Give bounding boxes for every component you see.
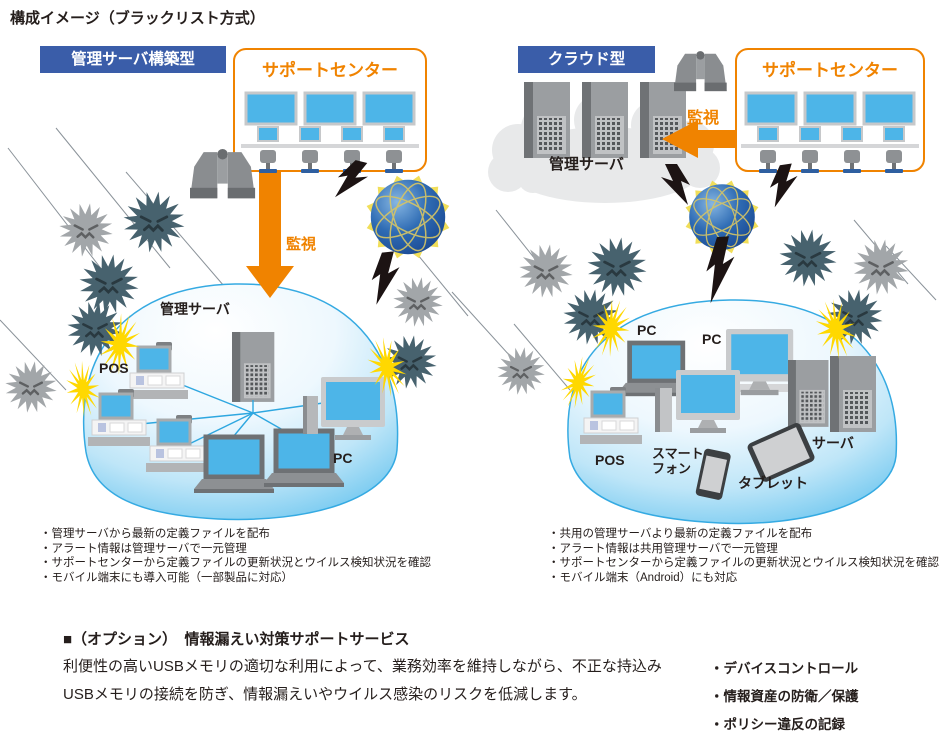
smartphone-icon — [695, 448, 731, 500]
tablet-icon — [747, 423, 815, 482]
left-dome-pos-label: POS — [99, 360, 129, 376]
bullet-item: ・アラート情報は共用管理サーバで一元管理 — [548, 542, 778, 555]
page-title: 構成イメージ（ブラックリスト方式） — [10, 10, 265, 27]
option-bullet-list: ・デバイスコントロール ・情報資産の防衛／保護 ・ポリシー違反の記録 — [710, 655, 859, 739]
bullet-item: ・アラート情報は管理サーバで一元管理 — [40, 542, 247, 555]
bullet-item: ・管理サーバから最新の定義ファイルを配布 — [40, 528, 270, 540]
left-monitor-label: 監視 — [286, 236, 317, 253]
right-monitor-label: 監視 — [687, 110, 720, 127]
cloud-front-bumps — [518, 151, 713, 199]
option-heading: ■（オプション） 情報漏えい対策サポートサービス — [63, 631, 410, 648]
bullet-item: ・サポートセンターから定義ファイルの更新状況とウイルス検知状況を確認 — [548, 557, 939, 570]
option-body: 利便性の高いUSBメモリの適切な利用によって、業務効率を維持しながら、不正な持込… — [63, 658, 662, 703]
right-dome-pc-label-2: PC — [702, 331, 722, 347]
right-dome-smartphone-label: スマート フォン — [652, 446, 704, 476]
pc-tower-stripe — [303, 396, 307, 434]
left-dome-server-label: 管理サーバ — [160, 301, 230, 317]
right-dome-pos-label: POS — [595, 452, 625, 468]
left-support-center-title: サポートセンター — [262, 61, 398, 80]
right-dome-server-label: サーバ — [812, 435, 854, 451]
bullet-item: ・モバイル端末（Android）にも対応 — [548, 571, 738, 584]
bullet-item: ・共用の管理サーバより最新の定義ファイルを配布 — [548, 528, 813, 540]
left-dome-pc-label: PC — [333, 450, 353, 466]
bullet-item: ・サポートセンターから定義ファイルの更新状況とウイルス検知状況を確認 — [40, 557, 431, 570]
bullet-item: ・ポリシー違反の記録 — [710, 717, 845, 732]
right-support-center-title: サポートセンター — [762, 61, 898, 80]
cloud-server-label: 管理サーバ — [549, 156, 624, 173]
left-bullet-list: ・管理サーバから最新の定義ファイルを配布 ・アラート情報は管理サーバで一元管理 … — [40, 527, 431, 585]
bullet-item: ・デバイスコントロール — [710, 661, 859, 676]
bullet-item: ・情報資産の防衛／保護 — [710, 689, 859, 704]
monitor-arrow-left — [246, 166, 294, 298]
right-dome-pc-label-1: PC — [637, 322, 657, 338]
right-type-label: クラウド型 — [518, 46, 655, 73]
right-dome-tablet-label: タブレット — [738, 475, 808, 491]
pc-tower-stripe-right — [655, 388, 660, 432]
desk — [734, 384, 818, 392]
bullet-item: ・モバイル端末にも導入可能（一部製品に対応） — [40, 571, 293, 584]
left-type-label: 管理サーバ構築型 — [40, 46, 226, 73]
right-bullet-list: ・共用の管理サーバより最新の定義ファイルを配布 ・アラート情報は共用管理サーバで… — [548, 527, 939, 585]
